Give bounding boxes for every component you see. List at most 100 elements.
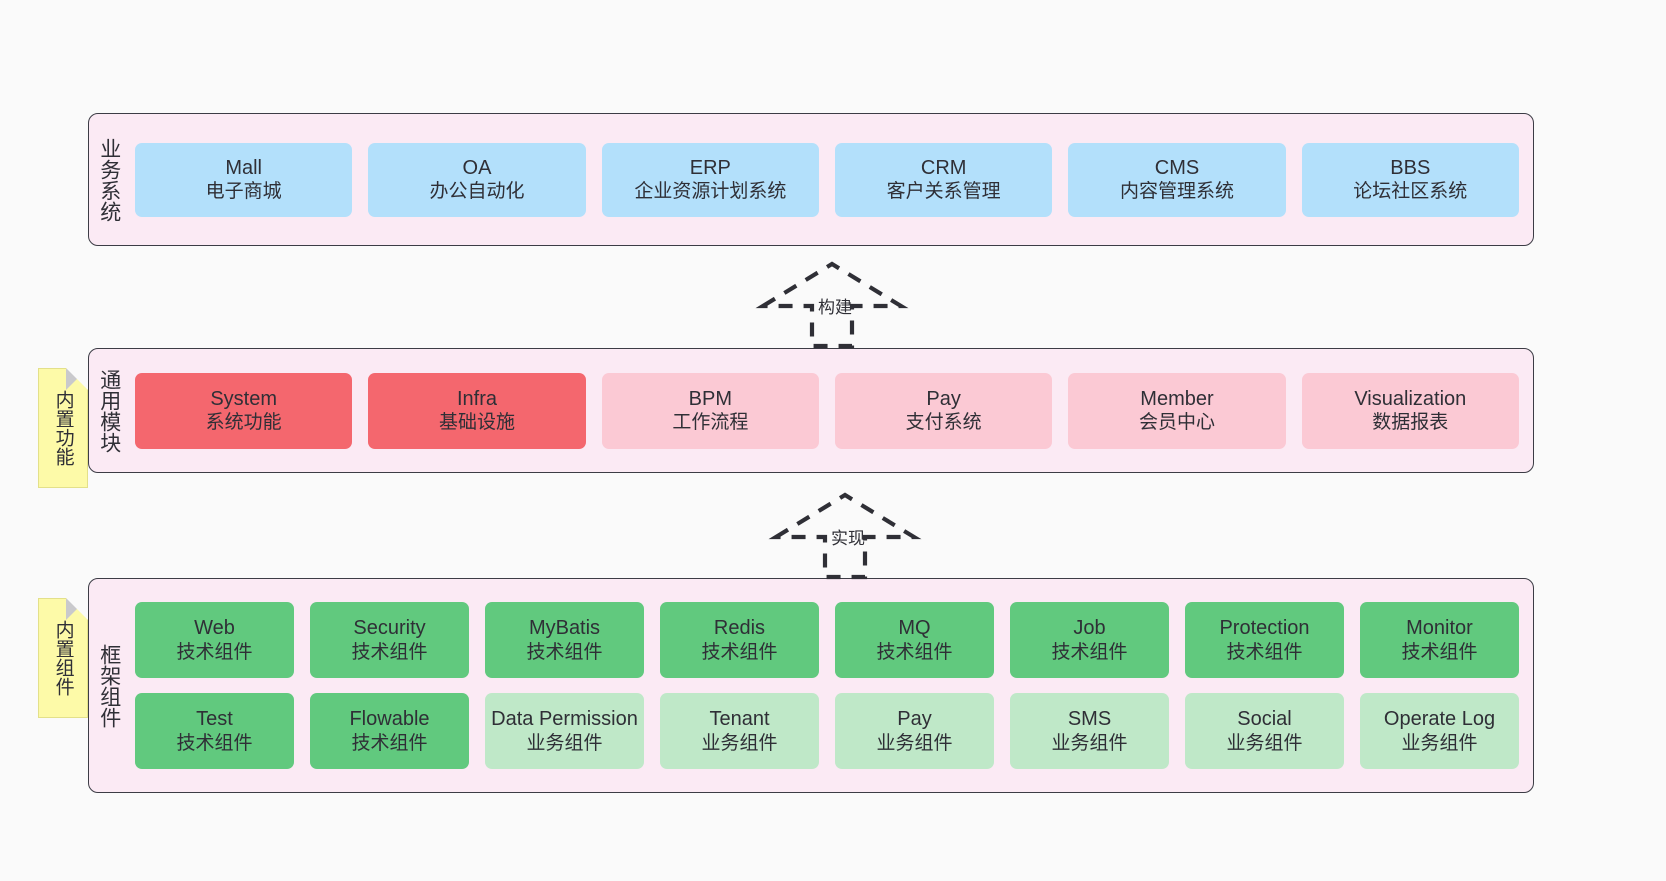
node-title: Job [1073, 617, 1106, 640]
node-subtitle: 内容管理系统 [1119, 181, 1234, 203]
node-title: Monitor [1406, 617, 1473, 640]
node-title: OA [462, 156, 492, 179]
layer-common-modules: 通用模块 System 系统功能 Infra 基础设施 BPM 工作流程 Pay… [88, 348, 1534, 473]
node-title: CMS [1154, 156, 1200, 179]
node-subtitle: 数据报表 [1372, 412, 1449, 434]
node-infra[interactable]: Infra 基础设施 [368, 372, 586, 449]
node-subtitle: 基础设施 [438, 412, 515, 434]
node-title: Web [194, 617, 235, 640]
node-mall[interactable]: Mall 电子商城 [135, 142, 353, 217]
node-system[interactable]: System 系统功能 [135, 372, 353, 449]
node-title: Redis [713, 617, 766, 640]
node-sms[interactable]: SMS 业务组件 [1010, 693, 1169, 769]
dashed-hollow-arrow-up-icon [768, 492, 922, 580]
relation-arrow-build: 构建 [755, 258, 910, 349]
node-title: Test [196, 708, 233, 731]
node-title: MQ [898, 617, 931, 640]
relation-label-implement: 实现 [831, 529, 865, 548]
node-subtitle: 业务组件 [1226, 732, 1303, 754]
node-subtitle: 论坛社区系统 [1353, 181, 1468, 203]
node-title: Pay [926, 387, 961, 410]
node-member[interactable]: Member 会员中心 [1068, 372, 1286, 449]
node-title: Data Permission [491, 708, 638, 731]
layer-body-common: System 系统功能 Infra 基础设施 BPM 工作流程 Pay 支付系统… [129, 349, 1533, 472]
node-test[interactable]: Test 技术组件 [135, 693, 294, 769]
node-title: ERP [689, 156, 731, 179]
node-oa[interactable]: OA 办公自动化 [368, 142, 586, 217]
node-title: Pay [897, 708, 932, 731]
node-bpm[interactable]: BPM 工作流程 [601, 372, 819, 449]
relation-arrow-implement: 实现 [768, 489, 923, 580]
node-subtitle: 技术组件 [351, 732, 428, 754]
node-data-permission[interactable]: Data Permission 业务组件 [485, 693, 644, 769]
node-subtitle: 业务组件 [1401, 732, 1478, 754]
node-title: System [210, 387, 277, 410]
node-subtitle: 工作流程 [672, 412, 749, 434]
node-subtitle: 办公自动化 [429, 181, 525, 203]
node-subtitle: 技术组件 [351, 641, 428, 663]
node-erp[interactable]: ERP 企业资源计划系统 [601, 142, 819, 217]
node-visualization[interactable]: Visualization 数据报表 [1301, 372, 1519, 449]
node-redis[interactable]: Redis 技术组件 [660, 602, 819, 678]
node-row: Test 技术组件 Flowable 技术组件 Data Permission … [135, 693, 1519, 769]
node-title: Operate Log [1383, 708, 1496, 731]
node-security[interactable]: Security 技术组件 [310, 602, 469, 678]
node-bbs[interactable]: BBS 论坛社区系统 [1301, 142, 1519, 217]
dashed-hollow-arrow-up-icon [755, 261, 909, 349]
node-operate-log[interactable]: Operate Log 业务组件 [1360, 693, 1519, 769]
node-title: SMS [1067, 708, 1112, 731]
layer-framework-components: 框架组件 Web 技术组件 Security 技术组件 MyBatis 技术组件… [88, 578, 1534, 793]
layer-title-common: 通用模块 [97, 368, 121, 453]
layer-title-business: 业务系统 [97, 137, 121, 222]
node-subtitle: 技术组件 [876, 641, 953, 663]
note-label: 内置功能 [52, 390, 74, 466]
node-title: BBS [1390, 156, 1431, 179]
node-title: Infra [456, 387, 497, 410]
node-tenant[interactable]: Tenant 业务组件 [660, 693, 819, 769]
node-title: MyBatis [528, 617, 601, 640]
node-subtitle: 业务组件 [701, 732, 778, 754]
layer-body-framework: Web 技术组件 Security 技术组件 MyBatis 技术组件 Redi… [129, 579, 1533, 792]
node-cms[interactable]: CMS 内容管理系统 [1068, 142, 1286, 217]
node-row: Web 技术组件 Security 技术组件 MyBatis 技术组件 Redi… [135, 602, 1519, 678]
node-subtitle: 技术组件 [526, 641, 603, 663]
node-subtitle: 技术组件 [1401, 641, 1478, 663]
node-title: Member [1140, 387, 1214, 410]
node-subtitle: 客户关系管理 [886, 181, 1001, 203]
node-mybatis[interactable]: MyBatis 技术组件 [485, 602, 644, 678]
layer-title-framework: 框架组件 [97, 643, 121, 728]
node-subtitle: 支付系统 [905, 412, 982, 434]
node-title: Mall [225, 156, 262, 179]
node-mq[interactable]: MQ 技术组件 [835, 602, 994, 678]
node-subtitle: 系统功能 [205, 412, 282, 434]
node-subtitle: 技术组件 [1051, 641, 1128, 663]
node-pay-module[interactable]: Pay 支付系统 [834, 372, 1053, 449]
node-social[interactable]: Social 业务组件 [1185, 693, 1344, 769]
node-title: Security [353, 617, 426, 640]
relation-label-build: 构建 [818, 298, 852, 317]
node-pay-component[interactable]: Pay 业务组件 [835, 693, 994, 769]
node-subtitle: 业务组件 [1051, 732, 1128, 754]
node-subtitle: 技术组件 [1226, 641, 1303, 663]
node-subtitle: 会员中心 [1138, 412, 1215, 434]
node-title: CRM [920, 156, 967, 179]
note-built-in-features: 内置功能 [38, 368, 88, 488]
node-subtitle: 技术组件 [176, 732, 253, 754]
node-job[interactable]: Job 技术组件 [1010, 602, 1169, 678]
node-monitor[interactable]: Monitor 技术组件 [1360, 602, 1519, 678]
node-subtitle: 业务组件 [526, 732, 603, 754]
node-subtitle: 技术组件 [701, 641, 778, 663]
note-built-in-components: 内置组件 [38, 598, 88, 718]
node-subtitle: 企业资源计划系统 [634, 181, 787, 203]
node-crm[interactable]: CRM 客户关系管理 [834, 142, 1053, 217]
node-protection[interactable]: Protection 技术组件 [1185, 602, 1344, 678]
layer-business-systems: 业务系统 Mall 电子商城 OA 办公自动化 ERP 企业资源计划系统 CRM… [88, 113, 1534, 246]
node-flowable[interactable]: Flowable 技术组件 [310, 693, 469, 769]
node-row: Mall 电子商城 OA 办公自动化 ERP 企业资源计划系统 CRM 客户关系… [135, 142, 1519, 217]
node-web[interactable]: Web 技术组件 [135, 602, 294, 678]
node-title: Flowable [349, 708, 430, 731]
node-row: System 系统功能 Infra 基础设施 BPM 工作流程 Pay 支付系统… [135, 372, 1519, 449]
node-subtitle: 技术组件 [176, 641, 253, 663]
node-subtitle: 业务组件 [876, 732, 953, 754]
